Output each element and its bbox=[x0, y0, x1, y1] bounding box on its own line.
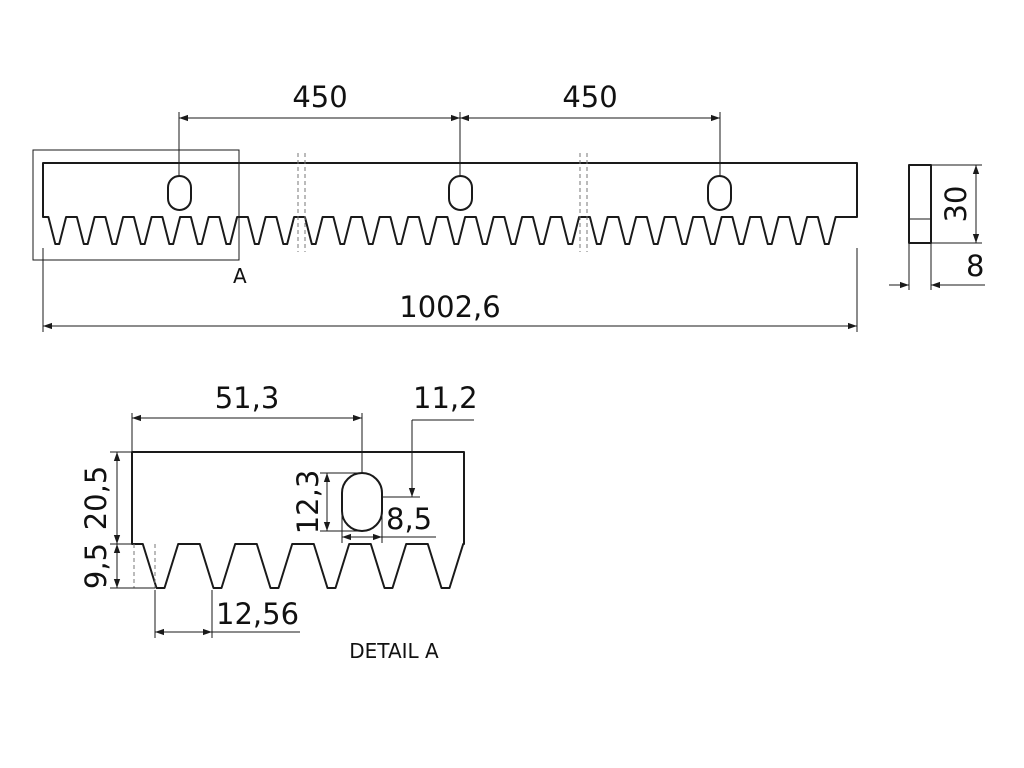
detail-title: DETAIL A bbox=[349, 639, 439, 663]
rack-side-view: 30 8 bbox=[889, 164, 985, 290]
dim-slot-width: 8,5 bbox=[386, 502, 432, 536]
detail-dimensions: 51,3 11,2 20,5 9,5 12,3 8,5 12,56 DETAIL bbox=[79, 381, 478, 663]
dim-tooth-pitch: 12,56 bbox=[216, 597, 299, 631]
mounting-slot bbox=[448, 175, 473, 211]
rack-main-view: A bbox=[32, 149, 858, 288]
dim-tooth-height: 9,5 bbox=[79, 543, 113, 589]
rack-outline bbox=[42, 162, 858, 245]
mounting-slot bbox=[167, 175, 192, 211]
detail-a-marker: A bbox=[233, 264, 247, 288]
detail-outline bbox=[131, 451, 465, 589]
overall-length-dimension: 1002,6 bbox=[42, 248, 858, 332]
pitch-dimensions: 450 450 bbox=[178, 80, 721, 176]
dim-slot-length: 12,3 bbox=[291, 470, 325, 535]
dim-overall-length: 1002,6 bbox=[399, 290, 500, 324]
dim-thickness: 8 bbox=[966, 249, 984, 283]
dim-pitch-right: 450 bbox=[562, 80, 617, 114]
side-profile bbox=[908, 164, 932, 244]
detail-mounting-slot bbox=[341, 472, 383, 532]
dim-slot-top: 11,2 bbox=[413, 381, 478, 415]
dim-pitch-left: 450 bbox=[292, 80, 347, 114]
dim-body-height: 20,5 bbox=[79, 466, 113, 531]
dim-slot-offset: 51,3 bbox=[215, 381, 280, 415]
dim-height: 30 bbox=[939, 186, 973, 223]
mounting-slot bbox=[707, 175, 732, 211]
detail-a-frame bbox=[32, 149, 240, 261]
